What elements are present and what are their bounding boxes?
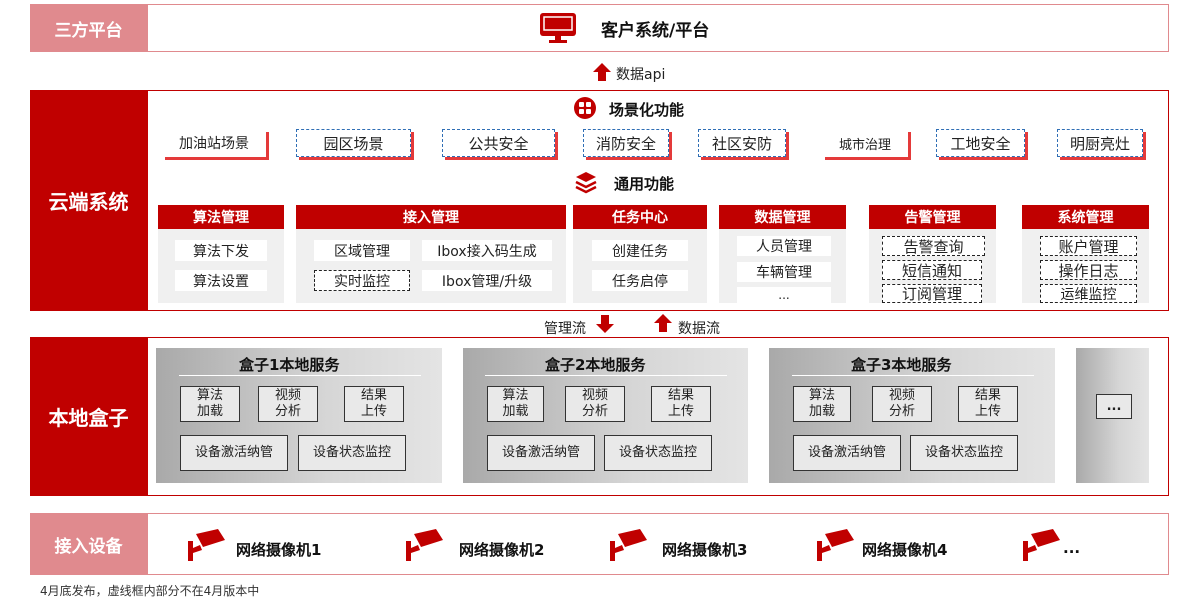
divider	[485, 375, 727, 376]
module-item: 实时监控	[314, 270, 410, 291]
camera-label: 网络摄像机2	[459, 541, 545, 559]
module-item: 算法设置	[175, 270, 267, 291]
service-item: 设备状态监控	[298, 435, 406, 471]
module-item: 运维监控	[1040, 284, 1137, 303]
local-box-title: 盒子1本地服务	[239, 356, 340, 374]
camera-icon	[188, 529, 225, 561]
layer-label-cloud: 云端系统	[30, 90, 147, 311]
scene-tag: 社区安防	[698, 129, 786, 157]
camera-label: ...	[1063, 539, 1081, 557]
camera-icon	[406, 529, 443, 561]
module-item: Ibox接入码生成	[422, 240, 552, 261]
arrow-down-icon	[596, 315, 614, 333]
service-item: 算法 加载	[487, 386, 544, 422]
layer-label-devices: 接入设备	[30, 513, 147, 575]
module-item: 告警查询	[882, 236, 985, 256]
service-item: 设备激活纳管	[793, 435, 901, 471]
module-item: 任务启停	[592, 270, 688, 291]
service-item: 设备激活纳管	[487, 435, 595, 471]
monitor-icon	[540, 13, 576, 43]
service-item: 结果 上传	[958, 386, 1018, 422]
module-task-header: 任务中心	[573, 205, 707, 229]
scene-tag: 公共安全	[442, 129, 555, 157]
cloud-frame	[147, 90, 1169, 311]
module-item: Ibox管理/升级	[422, 270, 552, 291]
data-flow-label: 数据流	[678, 321, 720, 337]
arrow-up-icon	[654, 314, 672, 332]
module-item: 订阅管理	[882, 284, 982, 303]
service-item: 视频 分析	[258, 386, 318, 422]
data-api-label: 数据api	[616, 67, 666, 83]
module-item: 算法下发	[175, 240, 267, 261]
scene-tag: 加油站场景	[162, 129, 266, 157]
scene-tag: 消防安全	[583, 129, 669, 157]
service-item: 算法 加载	[793, 386, 851, 422]
module-access-header: 接入管理	[296, 205, 566, 229]
grid-icon	[574, 97, 596, 119]
local-frame	[147, 337, 1169, 496]
scene-tag: 明厨亮灶	[1057, 129, 1143, 157]
camera-label: 网络摄像机4	[862, 541, 948, 559]
module-system-header: 系统管理	[1022, 205, 1149, 229]
client-system-label: 客户系统/平台	[601, 21, 710, 41]
camera-icon	[817, 529, 854, 561]
management-flow-label: 管理流	[544, 321, 586, 337]
divider	[792, 375, 1034, 376]
local-box-title: 盒子3本地服务	[851, 356, 952, 374]
camera-label: 网络摄像机1	[236, 541, 322, 559]
third-party-frame	[147, 4, 1169, 52]
camera-icon	[1023, 529, 1060, 561]
service-item: 算法 加载	[180, 386, 240, 422]
service-item: 视频 分析	[565, 386, 625, 422]
module-algorithm-header: 算法管理	[158, 205, 284, 229]
module-item: 区域管理	[314, 240, 410, 261]
service-item: 结果 上传	[344, 386, 404, 422]
module-item: 人员管理	[737, 236, 831, 256]
service-item: 设备状态监控	[604, 435, 712, 471]
footnote: 4月底发布，虚线框内部分不在4月版本中	[40, 584, 260, 598]
scene-functions-title: 场景化功能	[609, 101, 685, 119]
module-data-header: 数据管理	[719, 205, 846, 229]
module-item: 车辆管理	[737, 262, 831, 282]
more-item: ...	[1096, 394, 1132, 419]
local-box-title: 盒子2本地服务	[545, 356, 646, 374]
common-functions-title: 通用功能	[614, 175, 675, 193]
module-item: 创建任务	[592, 240, 688, 261]
scene-tag: 园区场景	[296, 129, 411, 157]
module-item: 操作日志	[1040, 260, 1137, 280]
service-item: 结果 上传	[651, 386, 711, 422]
scene-tag: 工地安全	[936, 129, 1025, 157]
arrow-up-icon	[593, 63, 611, 81]
module-item: 短信通知	[882, 260, 982, 280]
camera-label: 网络摄像机3	[662, 541, 748, 559]
service-item: 视频 分析	[872, 386, 932, 422]
module-alarm-header: 告警管理	[869, 205, 996, 229]
layer-label-third-party: 三方平台	[30, 4, 147, 52]
service-item: 设备激活纳管	[180, 435, 288, 471]
service-item: 设备状态监控	[910, 435, 1018, 471]
module-item: 账户管理	[1040, 236, 1137, 256]
scene-tag: 城市治理	[822, 129, 908, 157]
devices-frame	[147, 513, 1169, 575]
layers-icon	[575, 172, 597, 194]
camera-icon	[610, 529, 647, 561]
module-item: ...	[737, 287, 831, 303]
layer-label-local: 本地盒子	[30, 337, 147, 496]
divider	[179, 375, 421, 376]
